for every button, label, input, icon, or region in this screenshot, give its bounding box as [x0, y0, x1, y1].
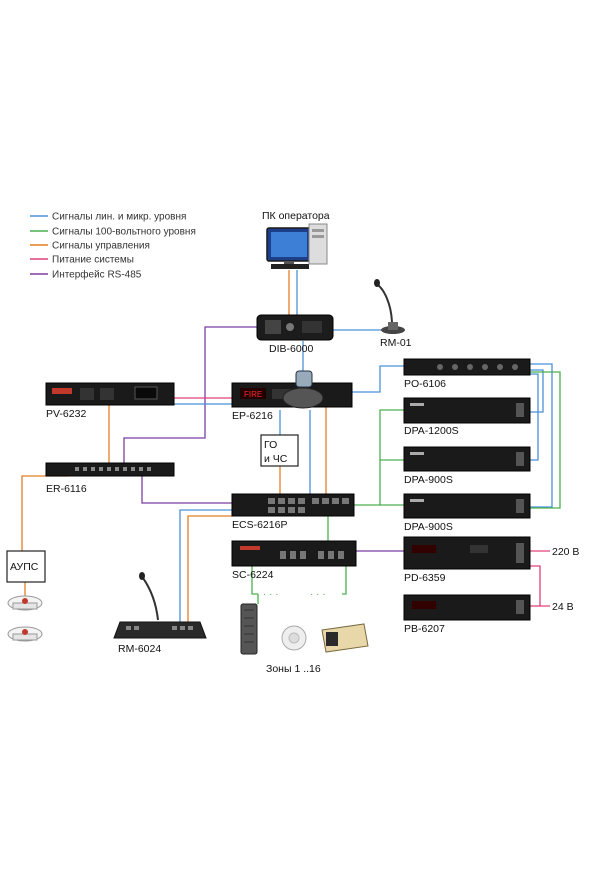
po-6106: PO-6106	[403, 358, 531, 390]
dpa3-label: DPA-900S	[404, 521, 453, 533]
ep-mic-console-icon	[282, 387, 324, 409]
column-speaker-icon	[240, 603, 258, 655]
legend-label-power: Питание системы	[52, 255, 134, 266]
dpa1-device-icon	[403, 397, 531, 424]
dpa2-device-icon	[403, 446, 531, 472]
connections	[21, 270, 561, 622]
svg-text:· · ·: · · ·	[310, 589, 326, 600]
ceiling-speaker-icon	[281, 625, 307, 651]
svg-text:· · ·: · · ·	[263, 589, 279, 600]
mic-gooseneck-icon	[142, 577, 159, 621]
smoke-detectors	[7, 595, 43, 642]
ep-label: EP-6216	[232, 410, 273, 422]
pc-tower-icon	[308, 223, 328, 265]
pb-label: PB-6207	[404, 623, 445, 635]
zones-label: Зоны 1 ..16	[266, 663, 321, 675]
legend-label-100v: Сигналы 100-вольтного уровня	[52, 227, 196, 238]
rm-01: RM-01	[374, 279, 412, 349]
go-label-2: и ЧС	[264, 453, 288, 465]
dpa-1200s: DPA-1200S	[403, 397, 531, 437]
dpa2-label: DPA-900S	[404, 474, 453, 486]
ep-6216: FIRE EP-6216	[231, 370, 353, 422]
aups-label: АУПС	[10, 561, 39, 573]
go-chs-box: ГО и ЧС	[260, 434, 299, 467]
dpa1-label: DPA-1200S	[404, 425, 459, 437]
dpa3-device-icon	[403, 493, 531, 519]
rm01-label: RM-01	[380, 337, 412, 349]
smoke-detector-icon	[7, 595, 43, 611]
pv-6232: PV-6232	[45, 382, 175, 420]
er-label: ER-6116	[46, 483, 87, 495]
ecs-label: ECS-6216P	[232, 519, 287, 531]
go-label-1: ГО	[264, 439, 277, 451]
mic-gooseneck-icon	[377, 284, 393, 323]
operator-pc: ПК оператора	[262, 210, 330, 269]
dpa-900s-1: DPA-900S	[403, 446, 531, 486]
pd-6359: PD-6359	[403, 536, 531, 584]
dib-6000: DIB-6000	[256, 314, 334, 355]
rm-6024: RM-6024	[113, 572, 207, 655]
legend: Сигналы лин. и микр. уровня Сигналы 100-…	[30, 212, 196, 281]
rm6024-label: RM-6024	[118, 643, 161, 655]
legend-label-audio: Сигналы лин. и микр. уровня	[52, 212, 186, 223]
pc-label: ПК оператора	[262, 210, 330, 222]
pb-6207: PB-6207	[403, 594, 531, 635]
po-label: PO-6106	[404, 378, 446, 390]
horn-speaker-icon	[321, 623, 369, 653]
dib-label: DIB-6000	[269, 343, 314, 355]
legend-label-control: Сигналы управления	[52, 241, 150, 252]
aups: АУПС	[6, 550, 46, 583]
sc-label: SC-6224	[232, 569, 274, 581]
dpa-900s-2: DPA-900S	[403, 493, 531, 533]
ecs-6216p: ECS-6216P	[231, 493, 355, 531]
sc-6224: SC-6224	[231, 540, 357, 581]
voltage-24-label: 24 В	[552, 601, 574, 613]
speaker-zones: · · · · · · Зоны 1 ..16	[240, 589, 369, 675]
smoke-detector-icon	[7, 626, 43, 642]
voltage-220-label: 220 В	[552, 546, 579, 558]
pv-label: PV-6232	[46, 408, 86, 420]
pd-label: PD-6359	[404, 572, 446, 584]
er-6116: ER-6116	[45, 462, 175, 495]
ep-fire-display: FIRE	[244, 390, 262, 399]
legend-label-rs485: Интерфейс RS-485	[52, 269, 142, 281]
keyboard-icon	[271, 264, 309, 269]
